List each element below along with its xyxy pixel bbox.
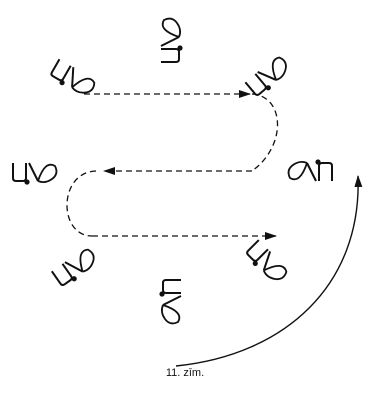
glyph-top [160, 17, 183, 63]
u-shape [244, 73, 267, 96]
trajectory-left-turn [66, 170, 97, 237]
loop-stroke [160, 304, 181, 325]
glyph-lower-left [50, 248, 95, 286]
loop-stroke [71, 77, 96, 94]
dot-mark [59, 80, 65, 86]
loop-stroke [161, 17, 182, 38]
u-shape [162, 279, 181, 294]
dot-mark [252, 260, 258, 267]
slash-stroke [28, 162, 39, 182]
dot-mark [24, 179, 30, 185]
u-shape [161, 48, 180, 63]
rotation-arrow [175, 175, 363, 367]
loop-stroke [79, 248, 95, 273]
slash-stroke [162, 295, 182, 306]
loop-stroke [287, 160, 308, 181]
dot-mark [315, 159, 321, 165]
slash-stroke [262, 251, 272, 271]
u-shape [12, 163, 27, 182]
slash-stroke [71, 67, 75, 88]
loop-stroke [37, 163, 58, 184]
dot-mark [177, 45, 183, 51]
u-shape [50, 263, 73, 286]
slash-stroke [160, 36, 180, 47]
dot-mark [265, 85, 271, 91]
slash-stroke [306, 162, 317, 182]
slash-stroke [257, 71, 277, 81]
glyph-upper-right [244, 56, 287, 96]
dot-mark [71, 276, 77, 282]
glyph-bottom [159, 279, 182, 325]
u-shape [318, 162, 333, 181]
glyph-right [287, 159, 333, 182]
glyph-upper-left [50, 58, 96, 94]
slash-stroke [64, 261, 84, 273]
glyph-lower-right [246, 239, 288, 281]
figure-caption: 11. zīm. [165, 367, 205, 379]
loop-stroke [262, 264, 288, 281]
trajectory-right-turn [251, 93, 279, 172]
glyph-left [12, 162, 58, 185]
u-shape [50, 58, 72, 82]
dot-mark [159, 291, 165, 297]
loop-stroke [271, 56, 287, 81]
u-shape [246, 239, 269, 262]
